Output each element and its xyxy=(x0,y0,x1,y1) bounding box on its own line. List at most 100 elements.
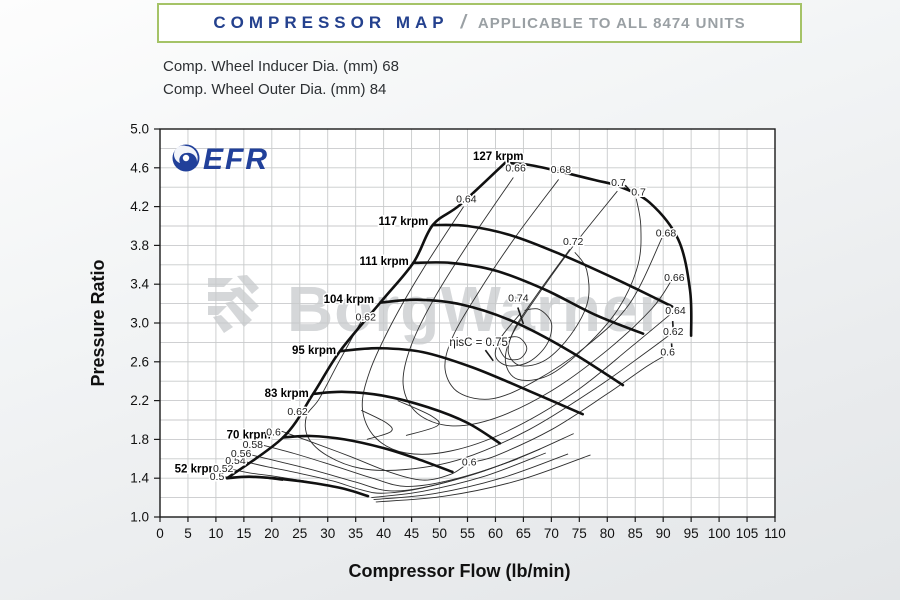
y-tick-label: 5.0 xyxy=(130,122,149,137)
efficiency-label-0.58: 0.58 xyxy=(243,439,264,451)
speed-label-117krpm: 117 krpm xyxy=(378,216,428,228)
y-axis-title: Pressure Ratio xyxy=(88,259,108,386)
efficiency-label-0.7: 0.7 xyxy=(631,187,646,199)
efficiency-label-0.5: 0.5 xyxy=(210,471,225,483)
speed-label-104krpm: 104 krpm xyxy=(324,294,375,306)
header-banner: COMPRESSOR MAP / APPLICABLE TO ALL 8474 … xyxy=(157,3,802,43)
contour-dash xyxy=(670,343,673,353)
x-tick-label: 90 xyxy=(656,526,671,541)
efficiency-label-0.54: 0.54 xyxy=(225,455,246,467)
efficiency-label-0.62: 0.62 xyxy=(356,312,377,324)
efficiency-label-0.64: 0.64 xyxy=(665,305,686,317)
speed-label-127krpm: 127 krpm xyxy=(473,151,524,163)
efficiency-contour-0.62 xyxy=(304,316,671,471)
efficiency-contour-0.66 xyxy=(402,177,672,427)
grid xyxy=(159,128,776,518)
efficiency-contour-0.75 xyxy=(497,336,528,361)
speed-line-111krpm xyxy=(411,261,645,335)
efficiency-contour-aux xyxy=(375,454,591,503)
speed-label-70krpm: 70 krpm xyxy=(227,430,271,442)
x-tick-label: 70 xyxy=(544,526,559,541)
efficiency-label-0.6: 0.6 xyxy=(660,347,675,359)
efficiency-label-0.64: 0.64 xyxy=(456,193,477,205)
efficiency-contour-0.74 xyxy=(494,308,553,367)
efficiency-label-0.72: 0.72 xyxy=(563,236,584,248)
spec-outer-dia: Comp. Wheel Outer Dia. (mm) 84 xyxy=(163,81,387,98)
speed-label-111krpm: 111 krpm xyxy=(360,256,409,268)
watermark-icon xyxy=(230,287,259,312)
y-tick-label: 4.2 xyxy=(130,199,149,214)
x-tick-label: 100 xyxy=(708,526,731,541)
contour-dash xyxy=(484,349,494,362)
x-tick-label: 110 xyxy=(764,526,786,541)
efficiency-label-0.68: 0.68 xyxy=(656,227,677,239)
x-tick-label: 75 xyxy=(572,526,587,541)
efficiency-label-0.52: 0.52 xyxy=(213,463,234,475)
x-tick-label: 65 xyxy=(516,526,531,541)
efficiency-contour-0.7 xyxy=(504,190,642,381)
watermark-icon xyxy=(225,301,252,327)
wheel-specs: Comp. Wheel Inducer Dia. (mm) 68 Comp. W… xyxy=(163,55,399,101)
efr-swirl-blade xyxy=(173,145,198,163)
efficiency-label-0.6: 0.6 xyxy=(462,457,477,469)
efficiency-contour-0.58 xyxy=(257,433,574,487)
y-tick-label: 3.0 xyxy=(130,316,149,331)
y-tick-label: 2.2 xyxy=(130,393,149,408)
efficiency-contour-0.64 xyxy=(361,206,672,455)
speed-line-104krpm xyxy=(378,298,625,387)
speed-line-70krpm xyxy=(281,434,454,474)
watermark-icon xyxy=(208,278,233,287)
speed-line-83krpm xyxy=(311,390,502,445)
efficiency-label-0.62: 0.62 xyxy=(663,326,684,338)
efficiency-contour-0.6 xyxy=(277,354,667,481)
efficiency-contour-aux xyxy=(373,453,569,500)
x-tick-label: 0 xyxy=(156,526,164,541)
efficiency-contours xyxy=(220,177,672,503)
y-tick-label: 4.6 xyxy=(130,160,149,175)
efficiency-label-0.6: 0.6 xyxy=(266,427,281,439)
x-tick-label: 30 xyxy=(320,526,335,541)
y-tick-label: 1.4 xyxy=(130,471,149,486)
efficiency-contour-aux xyxy=(361,409,393,440)
efr-swirl-hub xyxy=(182,154,190,162)
efficiency-label-0.56: 0.56 xyxy=(231,448,252,460)
x-tick-label: 35 xyxy=(348,526,363,541)
efficiency-label-0.62: 0.62 xyxy=(287,406,308,418)
y-tick-label: 1.0 xyxy=(130,510,149,525)
speed-lines xyxy=(225,161,693,498)
watermark-icon xyxy=(213,315,233,333)
efficiency-label-0.7: 0.7 xyxy=(611,177,626,189)
efficiency-contour-aux xyxy=(371,452,546,499)
y-tick-label: 1.8 xyxy=(130,432,149,447)
y-tick-label: 3.8 xyxy=(130,238,149,253)
x-tick-label: 60 xyxy=(488,526,503,541)
speed-label-95krpm: 95 krpm xyxy=(292,345,336,357)
spec-inducer-dia: Comp. Wheel Inducer Dia. (mm) 68 xyxy=(163,58,399,75)
x-tick-label: 20 xyxy=(264,526,279,541)
x-tick-label: 40 xyxy=(376,526,391,541)
efficiency-label-0.66: 0.66 xyxy=(505,162,526,174)
title-separator: / xyxy=(460,12,466,33)
efficiency-label-0.66: 0.66 xyxy=(664,272,685,284)
efr-logo-text: EFR xyxy=(203,143,269,176)
efr-logo: EFR xyxy=(172,143,269,176)
x-axis-title: Compressor Flow (lb/min) xyxy=(348,561,570,581)
x-tick-label: 25 xyxy=(292,526,307,541)
speed-line-95krpm xyxy=(338,346,584,416)
contour-dash xyxy=(671,321,675,331)
efficiency-label-0.75: ηisC = 0.75 xyxy=(449,337,508,349)
efficiency-label-0.74: 0.74 xyxy=(508,292,529,304)
x-tick-label: 80 xyxy=(600,526,615,541)
y-tick-label: 3.4 xyxy=(130,277,149,292)
efficiency-contour-0.72 xyxy=(507,249,590,367)
x-tick-label: 50 xyxy=(432,526,447,541)
speed-line-117krpm xyxy=(431,223,674,308)
x-tick-label: 10 xyxy=(208,526,223,541)
contour-dash xyxy=(517,307,525,325)
x-tick-label: 5 xyxy=(184,526,192,541)
speed-label-83krpm: 83 krpm xyxy=(265,388,309,400)
x-tick-label: 85 xyxy=(628,526,643,541)
